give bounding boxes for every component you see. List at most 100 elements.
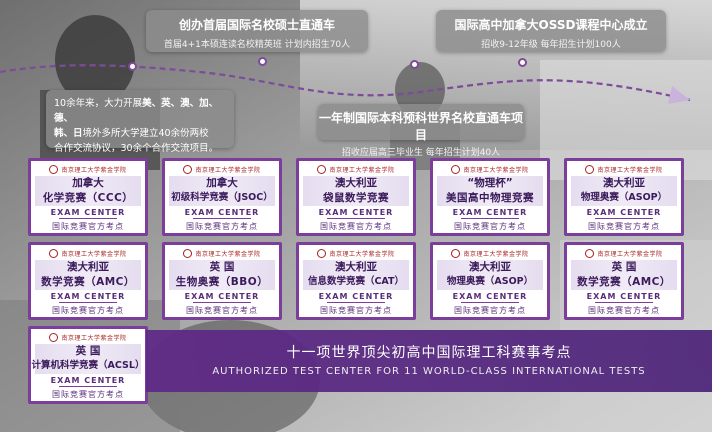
exam-center-label: EXAM CENTER [452,208,528,217]
exam-center-card: 南京理工大学紫金学院澳大利亚物理奥赛（ASOP） EXAM CENTER 国际竞赛官… [430,242,550,320]
competition-name: 美国高中物理竞赛 [446,192,534,204]
competition-name: 生物奥赛（BBO） [175,276,269,288]
card-band [169,176,275,206]
exam-center-label: EXAM CENTER [318,292,394,301]
school-name: 南京理工大学紫金学院 [195,250,261,258]
school-logo: 南京理工大学紫金学院 [433,247,547,259]
card-band [35,344,141,374]
official-label: 国际竞赛官方考点 [52,390,124,399]
school-name: 南京理工大学紫金学院 [61,334,127,342]
school-logo: 南京理工大学紫金学院 [299,247,413,259]
timeline-dot-4 [518,58,527,67]
school-name: 南京理工大学紫金学院 [329,166,395,174]
competition-name: 信息数学竞赛（CAT） [307,276,405,287]
exam-center-label: EXAM CENTER [50,208,126,217]
card-band [303,260,409,290]
card-band [437,260,543,290]
timeline-callout-3: 一年制国际本科预科世界名校直通车项目 招收应届高三毕业生 每年招生计划40人 [318,104,524,158]
seal-icon [585,164,595,174]
callout-subtitle: 首届4+1本硕连读名校精英班 计划内招生70人 [163,40,351,50]
official-label: 国际竞赛官方考点 [588,222,660,231]
divider [461,302,519,303]
competition-name: 物理奥赛（ASOP） [446,276,534,287]
card-band [303,176,409,206]
official-label: 国际竞赛官方考点 [454,306,526,315]
divider [59,386,117,387]
school-logo: 南京理工大学紫金学院 [567,247,681,259]
callout-subtitle: 招收9-12年级 每年招生计划100人 [481,40,621,50]
divider [595,218,653,219]
exam-center-card: 南京理工大学紫金学院澳大利亚物理奥赛（ASOP） EXAM CENTER 国际竞赛官… [564,158,684,236]
card-band [35,260,141,290]
school-name: 南京理工大学紫金学院 [463,166,529,174]
banner-title: 十一项世界顶尖初高中国际理工科赛事考点 [286,345,572,361]
official-label: 国际竞赛官方考点 [52,222,124,231]
competition-name: 初级科学竞赛（JSOC） [171,192,273,203]
competition-region: 英 国 [75,345,101,357]
timeline-callout-left: 10余年来，大力开展美、英、澳、加、德、 韩、日境外多所大学建立40余份两校 合… [46,90,234,154]
divider [193,218,251,219]
exam-center-label: EXAM CENTER [586,208,662,217]
school-logo: 南京理工大学紫金学院 [31,331,145,343]
seal-icon [451,248,461,258]
divider [327,218,385,219]
seal-icon [49,332,59,342]
seal-icon [49,248,59,258]
school-logo: 南京理工大学紫金学院 [31,163,145,175]
competition-region: 澳大利亚 [603,177,645,189]
competition-region: 澳大利亚 [469,261,511,273]
official-label: 国际竞赛官方考点 [52,306,124,315]
competition-name: 数学竞赛（AMC） [577,276,671,288]
school-name: 南京理工大学紫金学院 [463,250,529,258]
school-logo: 南京理工大学紫金学院 [567,163,681,175]
banner-subtitle: AUTHORIZED TEST CENTER FOR 11 WORLD-CLAS… [212,366,646,377]
callout-title: 创办首届国际名校硕士直通车 [178,18,335,32]
seal-icon [49,164,59,174]
banner: 十一项世界顶尖初高中国际理工科赛事考点 AUTHORIZED TEST CENT… [146,330,712,392]
exam-center-label: EXAM CENTER [184,208,260,217]
school-name: 南京理工大学紫金学院 [329,250,395,258]
official-label: 国际竞赛官方考点 [588,306,660,315]
callout-subtitle: 招收应届高三毕业生 每年招生计划40人 [341,148,501,158]
school-logo: 南京理工大学紫金学院 [433,163,547,175]
school-logo: 南京理工大学紫金学院 [31,247,145,259]
card-band [169,260,275,290]
divider [461,218,519,219]
school-logo: 南京理工大学紫金学院 [299,163,413,175]
official-label: 国际竞赛官方考点 [186,222,258,231]
exam-center-label: EXAM CENTER [318,208,394,217]
competition-name: 物理奥赛（ASOP） [580,192,668,203]
callout-text: 合作交流协议，30余个合作交流项目。 [54,143,219,154]
seal-icon [183,248,193,258]
divider [59,302,117,303]
school-logo: 南京理工大学紫金学院 [165,247,279,259]
callout-text: 境外多所大学建立40余份两校 [82,128,209,139]
exam-center-label: EXAM CENTER [50,292,126,301]
competition-name: 袋鼠数学竞赛 [323,192,389,204]
divider [193,302,251,303]
card-band [571,260,677,290]
seal-icon [183,164,193,174]
competition-name: 化学竞赛（CCC） [42,192,134,204]
divider [59,218,117,219]
exam-center-label: EXAM CENTER [452,292,528,301]
exam-center-label: EXAM CENTER [586,292,662,301]
competition-name: 计算机科学竞赛（ACSL） [31,360,145,371]
card-band [571,176,677,206]
school-name: 南京理工大学紫金学院 [597,250,663,258]
competition-region: 澳大利亚 [335,261,377,273]
divider [595,302,653,303]
timeline-callout-1: 创办首届国际名校硕士直通车 首届4+1本硕连读名校精英班 计划内招生70人 [146,10,368,52]
callout-highlight: 韩、日 [54,128,83,139]
competition-region: 澳大利亚 [335,177,377,189]
school-logo: 南京理工大学紫金学院 [165,163,279,175]
seal-icon [317,248,327,258]
